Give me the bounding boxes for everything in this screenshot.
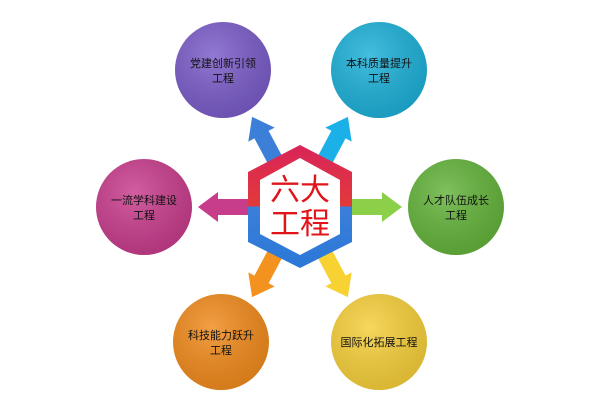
- node-party-innovation: 党建创新引领 工程: [175, 22, 271, 118]
- node-circle-shade: [331, 294, 427, 390]
- node-label-line1: 本科质量提升: [346, 56, 412, 70]
- node-label-line1: 人才队伍成长: [423, 193, 489, 207]
- node-international: 国际化拓展工程: [331, 294, 427, 390]
- node-label-line1: 国际化拓展工程: [341, 335, 418, 349]
- arrow-undergrad-quality: [317, 116, 352, 165]
- arrow-talent-team: [352, 192, 402, 222]
- center-title-line1: 六大: [270, 173, 330, 208]
- center-title-line2: 工程: [270, 207, 330, 242]
- node-first-class-discipline: 一流学科建设 工程: [96, 159, 192, 255]
- arrow-tech-capability: [248, 249, 283, 298]
- node-label-line1: 科技能力跃升: [188, 328, 254, 342]
- node-label-line1: 一流学科建设: [111, 193, 177, 207]
- arrows-group: [198, 116, 402, 298]
- node-tech-capability: 科技能力跃升 工程: [173, 294, 269, 390]
- node-circle-shade: [96, 159, 192, 255]
- node-label-line1: 党建创新引领: [190, 56, 256, 70]
- center-hexagon-inner: [260, 158, 340, 255]
- node-circle-shade: [408, 159, 504, 255]
- node-label-line2: 工程: [212, 72, 234, 85]
- arrow-international: [317, 249, 352, 298]
- node-circle-shade: [173, 294, 269, 390]
- node-circle-shade: [175, 22, 271, 118]
- node-circle-shade: [331, 22, 427, 118]
- arrow-party-innovation: [248, 116, 283, 165]
- node-talent-team: 人才队伍成长 工程: [408, 159, 504, 255]
- node-label-line2: 工程: [445, 209, 467, 222]
- arrow-first-class-discipline: [198, 192, 248, 222]
- center-hexagon: 六大 工程: [248, 145, 352, 268]
- node-label-line2: 工程: [210, 344, 232, 357]
- node-undergrad-quality: 本科质量提升 工程: [331, 22, 427, 118]
- node-label-line2: 工程: [368, 72, 390, 85]
- node-label-line2: 工程: [133, 209, 155, 222]
